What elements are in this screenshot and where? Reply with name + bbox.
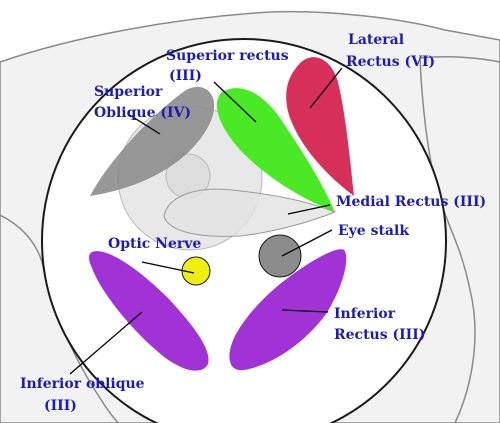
label-lateral-rectus-nerve: Rectus (VI) [346, 54, 435, 70]
skull-ridge-right [419, 56, 500, 423]
label-eye-stalk: Eye stalk [338, 223, 409, 239]
label-inferior-oblique: Inferior oblique [20, 376, 145, 392]
label-superior-oblique: Superior [94, 84, 163, 100]
lateral-rectus-muscle [286, 57, 354, 197]
superior-oblique-muscle [90, 86, 215, 196]
label-optic-nerve: Optic Nerve [108, 236, 201, 252]
leader-superior-rectus [213, 81, 257, 123]
label-lateral-rectus: Lateral [348, 32, 404, 48]
label-superior-rectus: Superior rectus [166, 48, 289, 64]
label-medial-rectus: Medial Rectus (III) [336, 194, 486, 210]
leader-medial-rectus [287, 204, 331, 215]
leader-lateral-rectus [309, 67, 343, 109]
leader-inferior-oblique [69, 311, 143, 375]
superior-rectus-muscle [216, 88, 335, 212]
label-superior-oblique-nerve: Oblique (IV) [94, 105, 191, 121]
medial-rectus-muscle [163, 188, 337, 237]
inferior-oblique-muscle [89, 251, 209, 371]
label-inferior-oblique-nerve: (III) [44, 398, 77, 414]
leader-inferior-rectus [281, 309, 329, 313]
leader-eye-stalk [281, 229, 333, 257]
label-superior-rectus-nerve: (III) [169, 68, 202, 84]
label-inferior-rectus: Inferior [334, 306, 396, 322]
label-inferior-rectus-nerve: Rectus (III) [334, 327, 425, 343]
leader-optic-nerve [141, 261, 195, 274]
eye-stalk [258, 234, 302, 278]
leader-superior-oblique [127, 113, 161, 135]
